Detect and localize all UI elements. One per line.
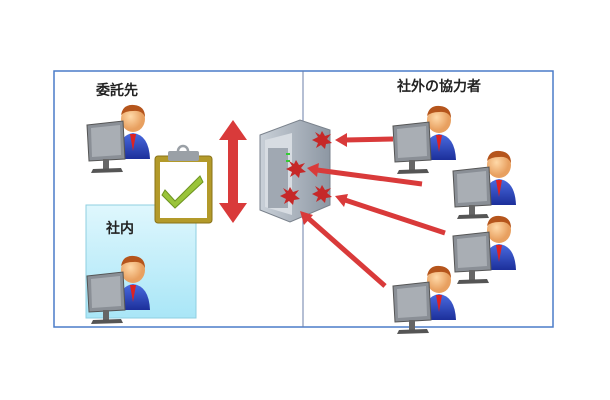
attack-arrow: [335, 133, 394, 147]
attack-arrow: [300, 211, 387, 288]
clipboard-check-icon: [154, 144, 213, 224]
internal-label: 社内: [106, 221, 134, 237]
contractor-label: 委託先: [96, 83, 138, 99]
attack-arrows: [300, 133, 446, 288]
server-icon: [259, 119, 332, 223]
external-partners-label: 社外の協力者: [397, 79, 481, 95]
attack-arrow: [335, 194, 446, 236]
attack-arrow: [307, 163, 423, 187]
bidirectional-arrow: [219, 120, 247, 223]
